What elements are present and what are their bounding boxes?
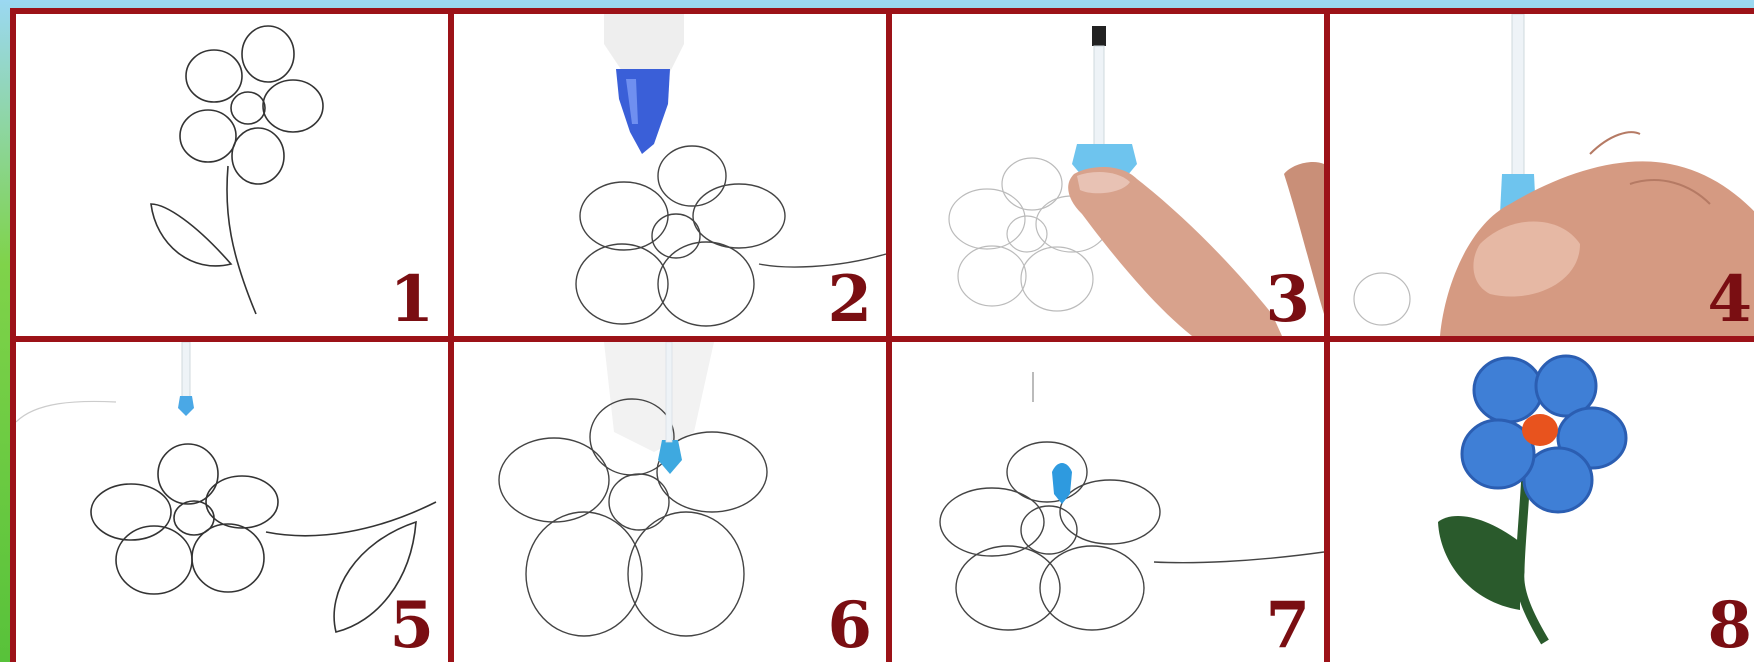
step-number: 3 [1265, 268, 1310, 332]
pen-over-flower-outline-illustration [16, 342, 448, 662]
step-number: 2 [827, 268, 872, 332]
step-panel-3: 3 [892, 14, 1324, 336]
step-panel-4: 4 [1330, 14, 1754, 336]
step-panel-1: 1 [16, 14, 448, 336]
step-panel-5: 5 [16, 342, 448, 662]
step-number: 7 [1265, 594, 1310, 658]
step-number: 8 [1707, 594, 1752, 658]
flower-outline-sketch-illustration [16, 14, 448, 336]
pen-tip-on-outline-illustration [892, 342, 1324, 662]
step-panel-6: 6 [454, 342, 886, 662]
steps-grid: 1 2 [10, 8, 1754, 662]
step-panel-8: 8 [1330, 342, 1754, 662]
step-number: 6 [827, 594, 872, 658]
hand-holding-pen-illustration [1330, 14, 1754, 336]
step-number: 4 [1707, 268, 1752, 332]
pen-tip-at-flower-center-illustration [454, 342, 886, 662]
step-panel-7: 7 [892, 342, 1324, 662]
pen-tip-over-outline-illustration [454, 14, 886, 336]
step-number: 5 [389, 594, 434, 658]
step-panel-2: 2 [454, 14, 886, 336]
finished-blue-flower-illustration [1330, 342, 1754, 662]
step-number: 1 [389, 268, 434, 332]
finger-holding-pen-tip-illustration [892, 14, 1324, 336]
